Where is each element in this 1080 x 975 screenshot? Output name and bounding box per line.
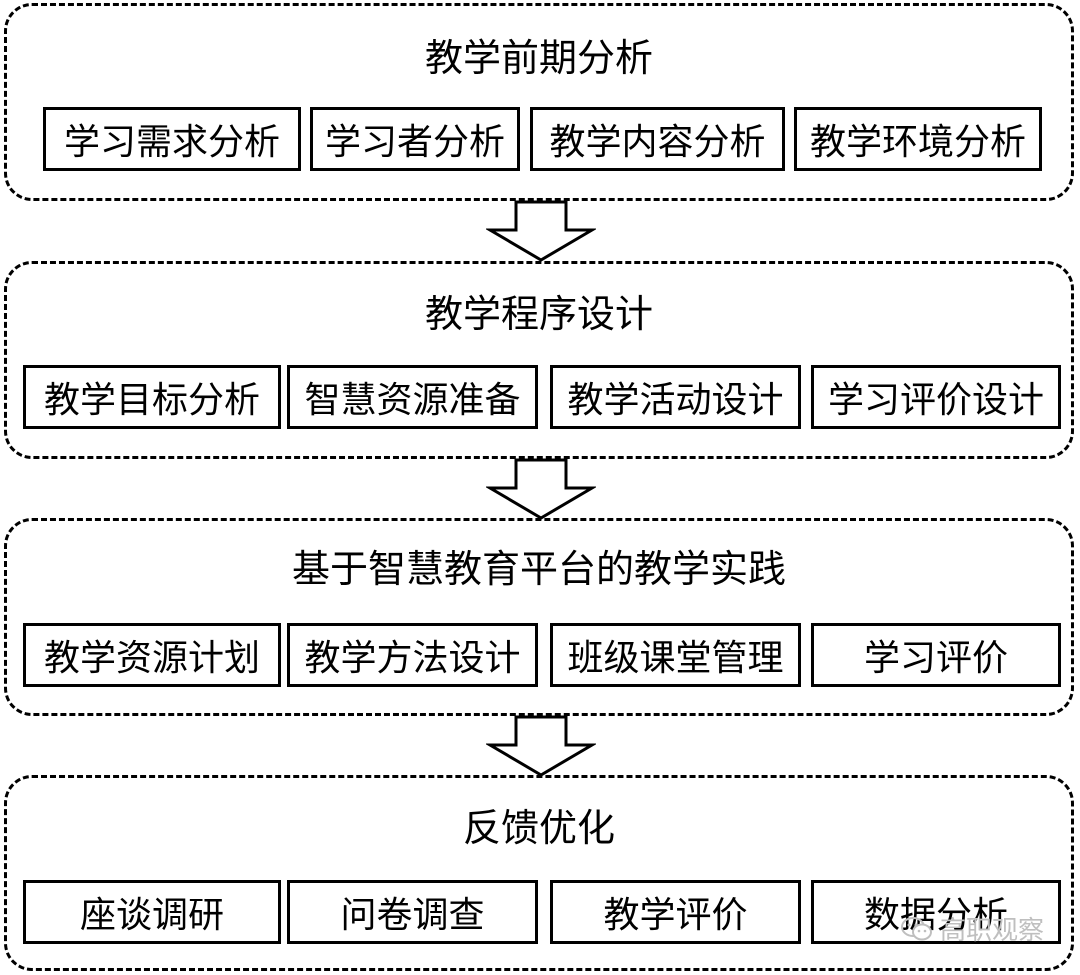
item-evaluation-design: 学习评价设计	[811, 365, 1061, 429]
stage-feedback-optimization: 反馈优化 座谈调研 问卷调查 教学评价 数据分析	[4, 775, 1074, 971]
item-environment-analysis: 教学环境分析	[794, 107, 1042, 171]
watermark-text: 高职观察	[940, 916, 1045, 946]
item-questionnaire: 问卷调查	[287, 880, 538, 944]
item-smart-resource-prep: 智慧资源准备	[287, 365, 538, 429]
item-learning-evaluation: 学习评价	[811, 623, 1061, 687]
item-data-analysis: 数据分析	[811, 880, 1061, 944]
flow-arrow-1	[486, 200, 596, 262]
item-content-analysis: 教学内容分析	[530, 107, 785, 171]
item-class-management: 班级课堂管理	[550, 623, 801, 687]
watermark: 高职观察	[900, 910, 1044, 947]
stage-title: 教学程序设计	[424, 292, 653, 336]
stage-teaching-practice: 基于智慧教育平台的教学实践 教学资源计划 教学方法设计 班级课堂管理 学习评价	[4, 518, 1074, 716]
flow-arrow-2	[486, 458, 596, 520]
item-learning-needs-analysis: 学习需求分析	[43, 107, 301, 171]
stage-program-design: 教学程序设计 教学目标分析 智慧资源准备 教学活动设计 学习评价设计	[4, 261, 1074, 459]
item-activity-design: 教学活动设计	[550, 365, 801, 429]
item-resource-plan: 教学资源计划	[23, 623, 281, 687]
stage-pre-analysis: 教学前期分析 学习需求分析 学习者分析 教学内容分析 教学环境分析	[4, 3, 1074, 201]
item-learner-analysis: 学习者分析	[310, 107, 520, 171]
item-objective-analysis: 教学目标分析	[23, 365, 281, 429]
stage-title: 基于智慧教育平台的教学实践	[291, 547, 786, 591]
item-method-design: 教学方法设计	[287, 623, 538, 687]
stage-title: 反馈优化	[462, 806, 615, 850]
stage-title: 教学前期分析	[424, 36, 653, 80]
flow-arrow-3	[486, 715, 596, 777]
item-symposium-research: 座谈调研	[23, 880, 281, 944]
item-teaching-evaluation: 教学评价	[550, 880, 801, 944]
wechat-icon	[901, 916, 932, 940]
